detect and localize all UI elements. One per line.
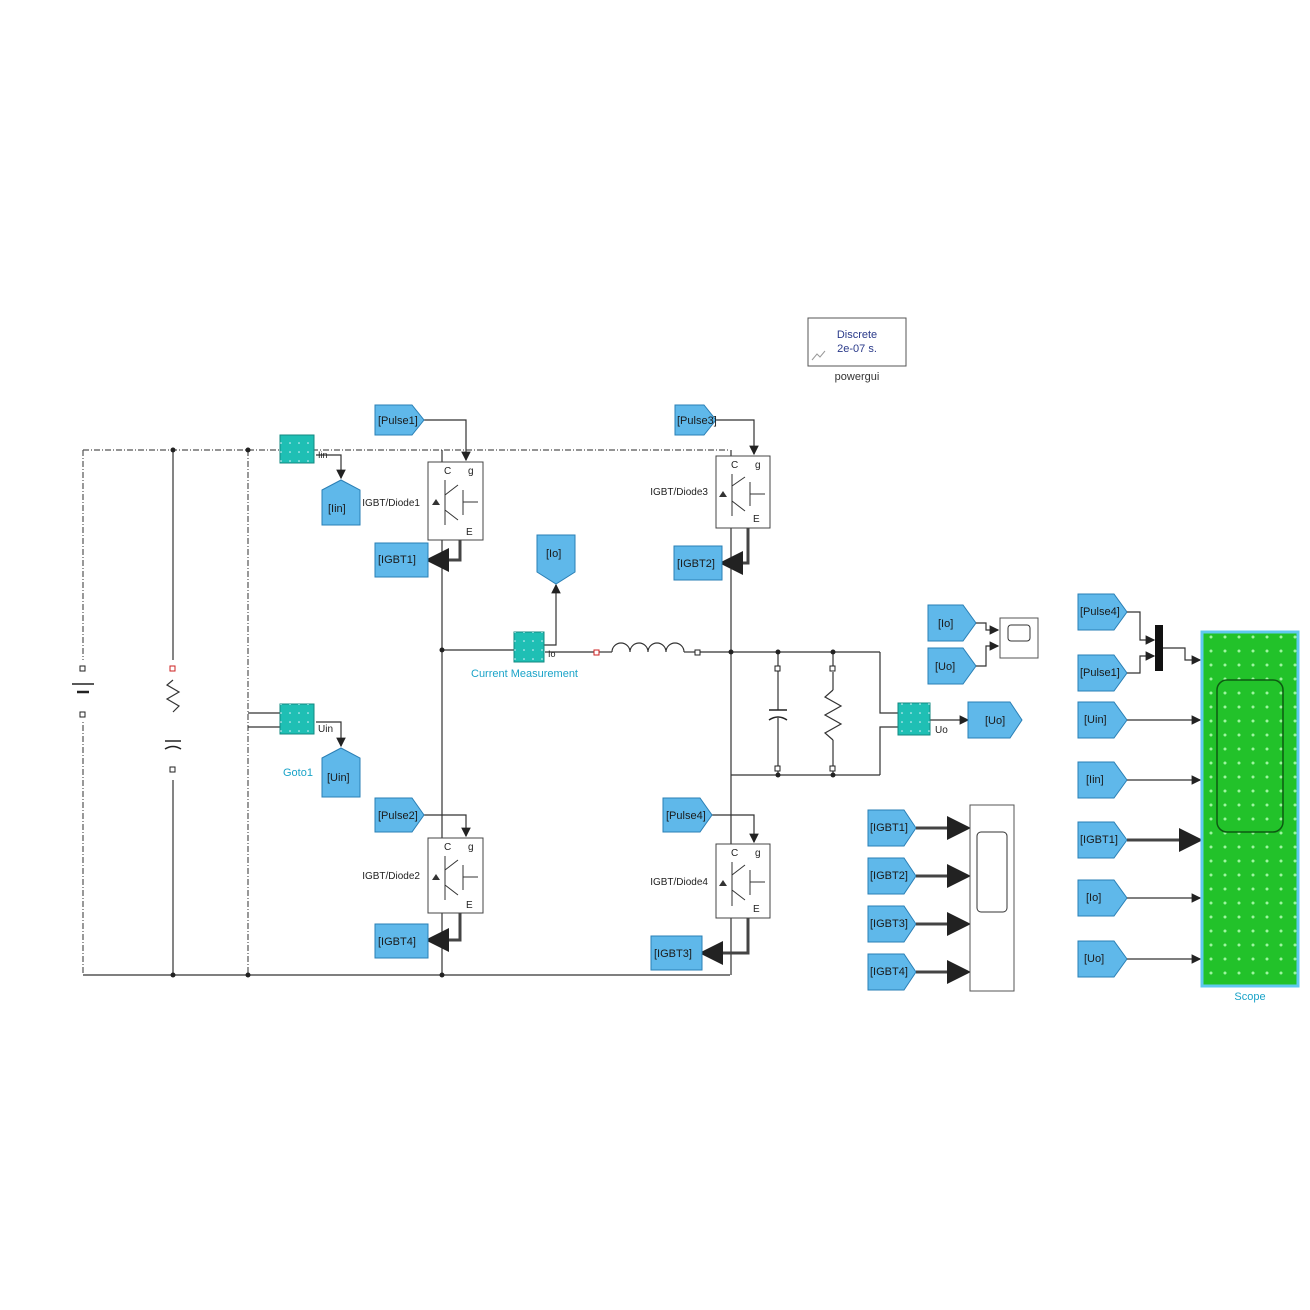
load-capacitor[interactable] — [768, 665, 788, 772]
tag-igbt1[interactable]: [IGBT1] — [374, 542, 429, 578]
igbt-diode4[interactable]: C g E IGBT/Diode4 — [650, 843, 771, 919]
scope-in-uin: [Uin] — [1084, 714, 1107, 726]
pin-g-label: g — [755, 460, 761, 471]
io-port-label: Io — [548, 649, 556, 659]
tag-igbt2[interactable]: [IGBT2] — [673, 545, 723, 581]
tag-uo-goto[interactable]: [Uo] — [967, 701, 1023, 739]
igbt-symbol-icon — [444, 856, 478, 900]
diode-icon — [432, 874, 440, 880]
igbt-diode2[interactable]: C g E IGBT/Diode2 — [362, 837, 484, 914]
current-measurement-io[interactable]: Io Current Measurement — [471, 631, 578, 680]
scope2-in-igbt3: [IGBT3] — [870, 918, 908, 930]
tag-uin[interactable]: [Uin] — [321, 747, 361, 798]
inductor[interactable] — [593, 642, 701, 662]
scope-in-io: [Io] — [1086, 892, 1101, 904]
tag-pulse1[interactable]: [Pulse1] — [374, 404, 425, 436]
scope-in-iin: [Iin] — [1086, 774, 1104, 786]
tag-iin[interactable]: [Iin] — [321, 479, 361, 526]
tag-uo-goto-text: [Uo] — [985, 715, 1005, 727]
powergui-label: powergui — [835, 371, 880, 383]
load-resistor[interactable] — [822, 665, 844, 772]
tag-igbt3[interactable]: [IGBT3] — [650, 935, 703, 971]
tag-pulse4-text: [Pulse4] — [666, 810, 706, 822]
igbt2-label: IGBT/Diode2 — [362, 871, 420, 882]
scope2-in-igbt4: [IGBT4] — [870, 966, 908, 978]
igbt-diode1[interactable]: C g E IGBT/Diode1 — [362, 461, 484, 541]
igbt-symbol-icon — [444, 480, 478, 525]
tag-pulse1-text: [Pulse1] — [378, 415, 418, 427]
tag-igbt2-text: [IGBT2] — [677, 558, 715, 570]
diode-icon — [719, 491, 727, 497]
pin-e-label: E — [466, 900, 473, 911]
tag-igbt1-text: [IGBT1] — [378, 554, 416, 566]
scope2-inputs[interactable]: [IGBT1] [IGBT2] [IGBT3] [IGBT4] — [867, 809, 971, 991]
scope-in-igbt1: [IGBT1] — [1080, 834, 1118, 846]
tag-pulse2[interactable]: [Pulse2] — [374, 797, 425, 833]
igbt-diode3[interactable]: C g E IGBT/Diode3 — [650, 455, 771, 529]
tag-io-text: [Io] — [546, 548, 561, 560]
junction-dots — [170, 447, 836, 978]
voltage-measurement-uin[interactable]: Uin Goto1 — [279, 703, 333, 779]
current-measurement-iin[interactable]: Iin — [279, 434, 328, 464]
scope-in-uo: [Uo] — [1084, 953, 1104, 965]
tag-io-goto[interactable]: [Io] — [536, 534, 576, 585]
powergui-block[interactable]: Discrete 2e-07 s. powergui — [807, 317, 907, 383]
powergui-step: 2e-07 s. — [837, 343, 877, 355]
pin-g-label: g — [468, 842, 474, 853]
scope-small[interactable] — [999, 617, 1039, 659]
igbt1-label: IGBT/Diode1 — [362, 498, 420, 509]
scope3-in-uo: [Uo] — [935, 661, 955, 673]
tag-pulse3[interactable]: [Pulse3] — [674, 404, 717, 436]
pin-e-label: E — [466, 527, 473, 538]
igbt4-label: IGBT/Diode4 — [650, 877, 708, 888]
goto1-label: Goto1 — [283, 767, 313, 779]
gate-signal-wires — [316, 419, 970, 965]
main-scope-inputs[interactable]: [Pulse4] [Pulse1] [Uin] [Iin] [IGBT1] [I… — [1077, 593, 1203, 978]
main-scope[interactable]: Scope — [1200, 630, 1300, 1003]
tag-pulse2-text: [Pulse2] — [378, 810, 418, 822]
tag-pulse3-text: [Pulse3] — [677, 415, 717, 427]
pin-g-label: g — [468, 466, 474, 477]
pin-c-label: C — [444, 842, 451, 853]
current-measurement-label: Current Measurement — [471, 668, 578, 680]
iin-port-label: Iin — [318, 450, 328, 460]
pin-e-label: E — [753, 514, 760, 525]
scope-igbt[interactable] — [969, 804, 1015, 992]
scope-in-pulse4: [Pulse4] — [1080, 606, 1120, 618]
dc-voltage-source[interactable] — [72, 660, 94, 720]
scope-label: Scope — [1234, 991, 1265, 1003]
diode-icon — [432, 499, 440, 505]
scope3-inputs[interactable]: [Io] [Uo] — [927, 604, 1000, 685]
scope-in-pulse1: [Pulse1] — [1080, 667, 1120, 679]
powergui-mode: Discrete — [837, 329, 877, 341]
rc-branch[interactable] — [164, 660, 182, 780]
tag-iin-text: [Iin] — [328, 503, 346, 515]
tag-igbt3-text: [IGBT3] — [654, 948, 692, 960]
pin-c-label: C — [731, 460, 738, 471]
pin-c-label: C — [444, 466, 451, 477]
diode-icon — [719, 880, 727, 886]
uo-port-label: Uo — [935, 725, 948, 736]
pin-g-label: g — [755, 848, 761, 859]
tag-igbt4-text: [IGBT4] — [378, 936, 416, 948]
uin-port-label: Uin — [318, 724, 333, 735]
voltage-measurement-uo[interactable]: Uo — [897, 702, 948, 736]
scope2-in-igbt1: [IGBT1] — [870, 822, 908, 834]
mux-block[interactable] — [1155, 625, 1163, 671]
igbt-symbol-icon — [731, 862, 765, 906]
igbt3-label: IGBT/Diode3 — [650, 487, 708, 498]
tag-uin-text: [Uin] — [327, 772, 350, 784]
igbt-symbol-icon — [731, 474, 765, 516]
tag-igbt4[interactable]: [IGBT4] — [374, 923, 429, 959]
powergui-icon — [811, 350, 826, 361]
scope3-in-io: [Io] — [938, 618, 953, 630]
pin-e-label: E — [753, 904, 760, 915]
scope2-in-igbt2: [IGBT2] — [870, 870, 908, 882]
tag-pulse4[interactable]: [Pulse4] — [662, 797, 713, 833]
pin-c-label: C — [731, 848, 738, 859]
